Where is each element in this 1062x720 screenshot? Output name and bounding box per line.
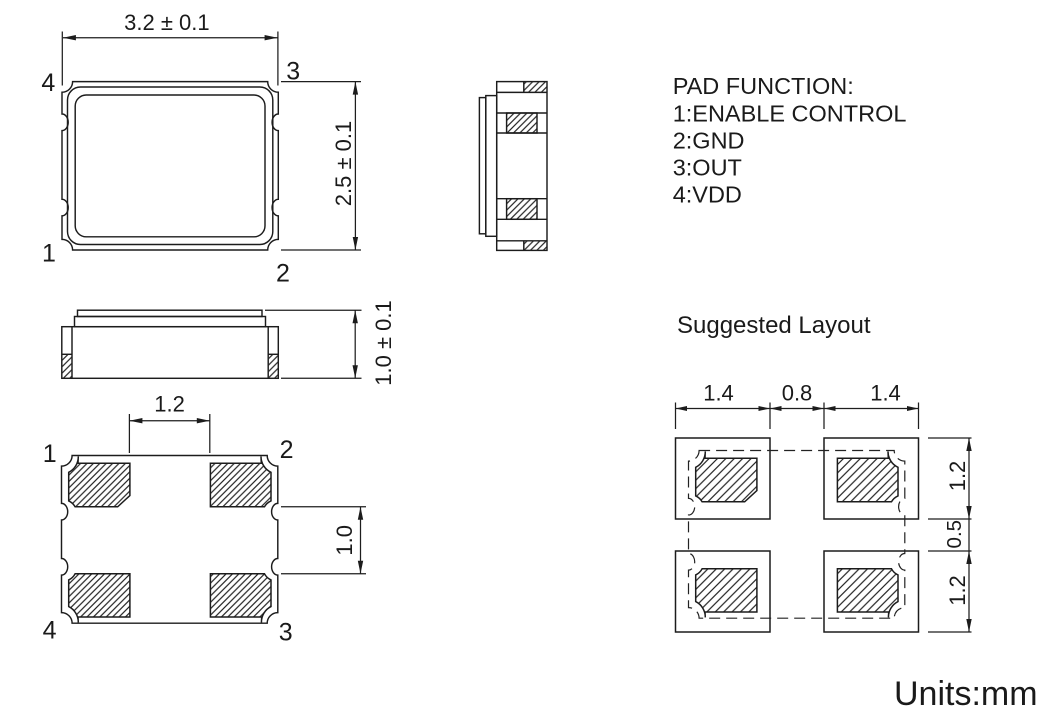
svg-text:1.2: 1.2 [945, 461, 970, 492]
svg-text:1.0: 1.0 [332, 525, 357, 556]
svg-text:PAD FUNCTION:: PAD FUNCTION: [673, 73, 854, 99]
svg-text:1.4: 1.4 [703, 381, 734, 406]
svg-text:Suggested Layout: Suggested Layout [677, 312, 871, 339]
svg-text:2: 2 [276, 259, 290, 287]
svg-text:1:ENABLE CONTROL: 1:ENABLE CONTROL [673, 100, 907, 126]
svg-text:1.0 ± 0.1: 1.0 ± 0.1 [371, 300, 396, 385]
svg-text:4: 4 [41, 69, 55, 97]
svg-text:3.2 ± 0.1: 3.2 ± 0.1 [124, 10, 209, 35]
svg-text:0.8: 0.8 [782, 381, 813, 406]
svg-text:2: 2 [280, 436, 294, 464]
svg-text:0.5: 0.5 [943, 520, 966, 549]
svg-text:4:VDD: 4:VDD [673, 182, 742, 208]
svg-text:1.4: 1.4 [870, 381, 901, 406]
svg-text:Units:mm: Units:mm [894, 675, 1038, 713]
svg-text:3:OUT: 3:OUT [673, 155, 742, 181]
svg-text:2.5 ± 0.1: 2.5 ± 0.1 [331, 121, 356, 206]
svg-text:1: 1 [42, 240, 56, 268]
svg-text:1.2: 1.2 [154, 392, 185, 417]
svg-text:3: 3 [286, 58, 300, 86]
svg-text:4: 4 [43, 616, 57, 644]
svg-text:1: 1 [43, 440, 57, 468]
svg-text:1.2: 1.2 [945, 575, 970, 606]
svg-text:2:GND: 2:GND [673, 127, 745, 153]
svg-text:3: 3 [279, 618, 293, 646]
